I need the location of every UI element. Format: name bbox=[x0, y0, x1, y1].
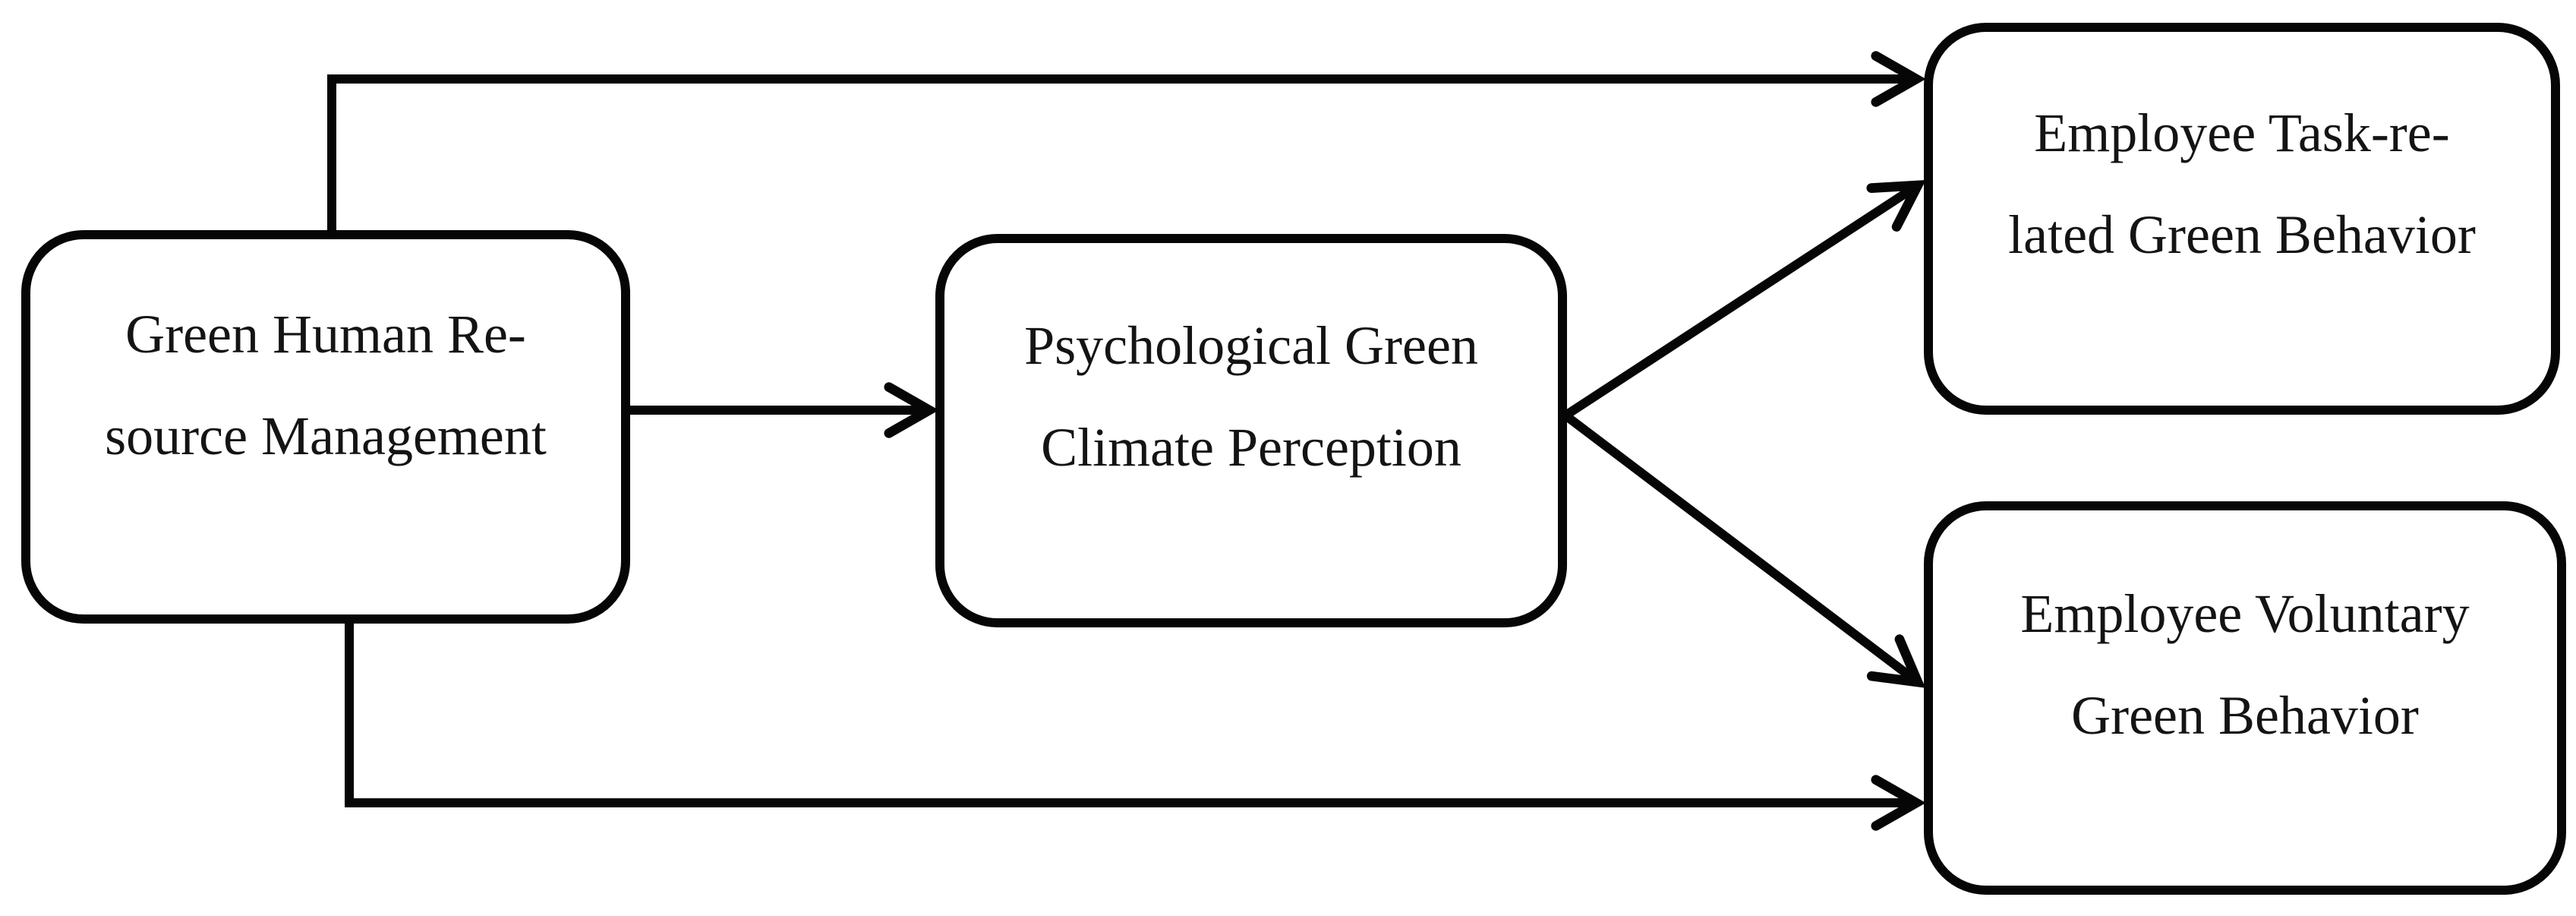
node-employee-voluntary-green-behavior: Employee Voluntary Green Behavior bbox=[1924, 501, 2566, 895]
node-green-human-resource-management: Green Human Re- source Management bbox=[21, 230, 630, 624]
node-label-line: Green Behavior bbox=[2071, 685, 2419, 746]
node-label-line: source Management bbox=[105, 406, 547, 466]
arrow-pgcp-to-evgb bbox=[1562, 412, 1918, 682]
node-label-line: lated Green Behavior bbox=[2008, 204, 2476, 265]
node-label-line: Climate Perception bbox=[1041, 417, 1461, 478]
node-employee-task-related-green-behavior: Employee Task-re- lated Green Behavior bbox=[1924, 23, 2560, 415]
arrow-ghrm-to-evgb bbox=[345, 617, 1916, 803]
node-label-line: Employee Voluntary bbox=[2020, 583, 2470, 644]
node-psychological-green-climate-perception: Psychological Green Climate Perception bbox=[935, 234, 1567, 627]
node-label-line: Green Human Re- bbox=[125, 304, 526, 365]
arrow-ghrm-to-etgb bbox=[327, 79, 1916, 235]
node-label-line: Psychological Green bbox=[1024, 315, 1478, 376]
node-label-line: Employee Task-re- bbox=[2034, 103, 2450, 163]
arrow-pgcp-to-etgb bbox=[1562, 185, 1918, 420]
